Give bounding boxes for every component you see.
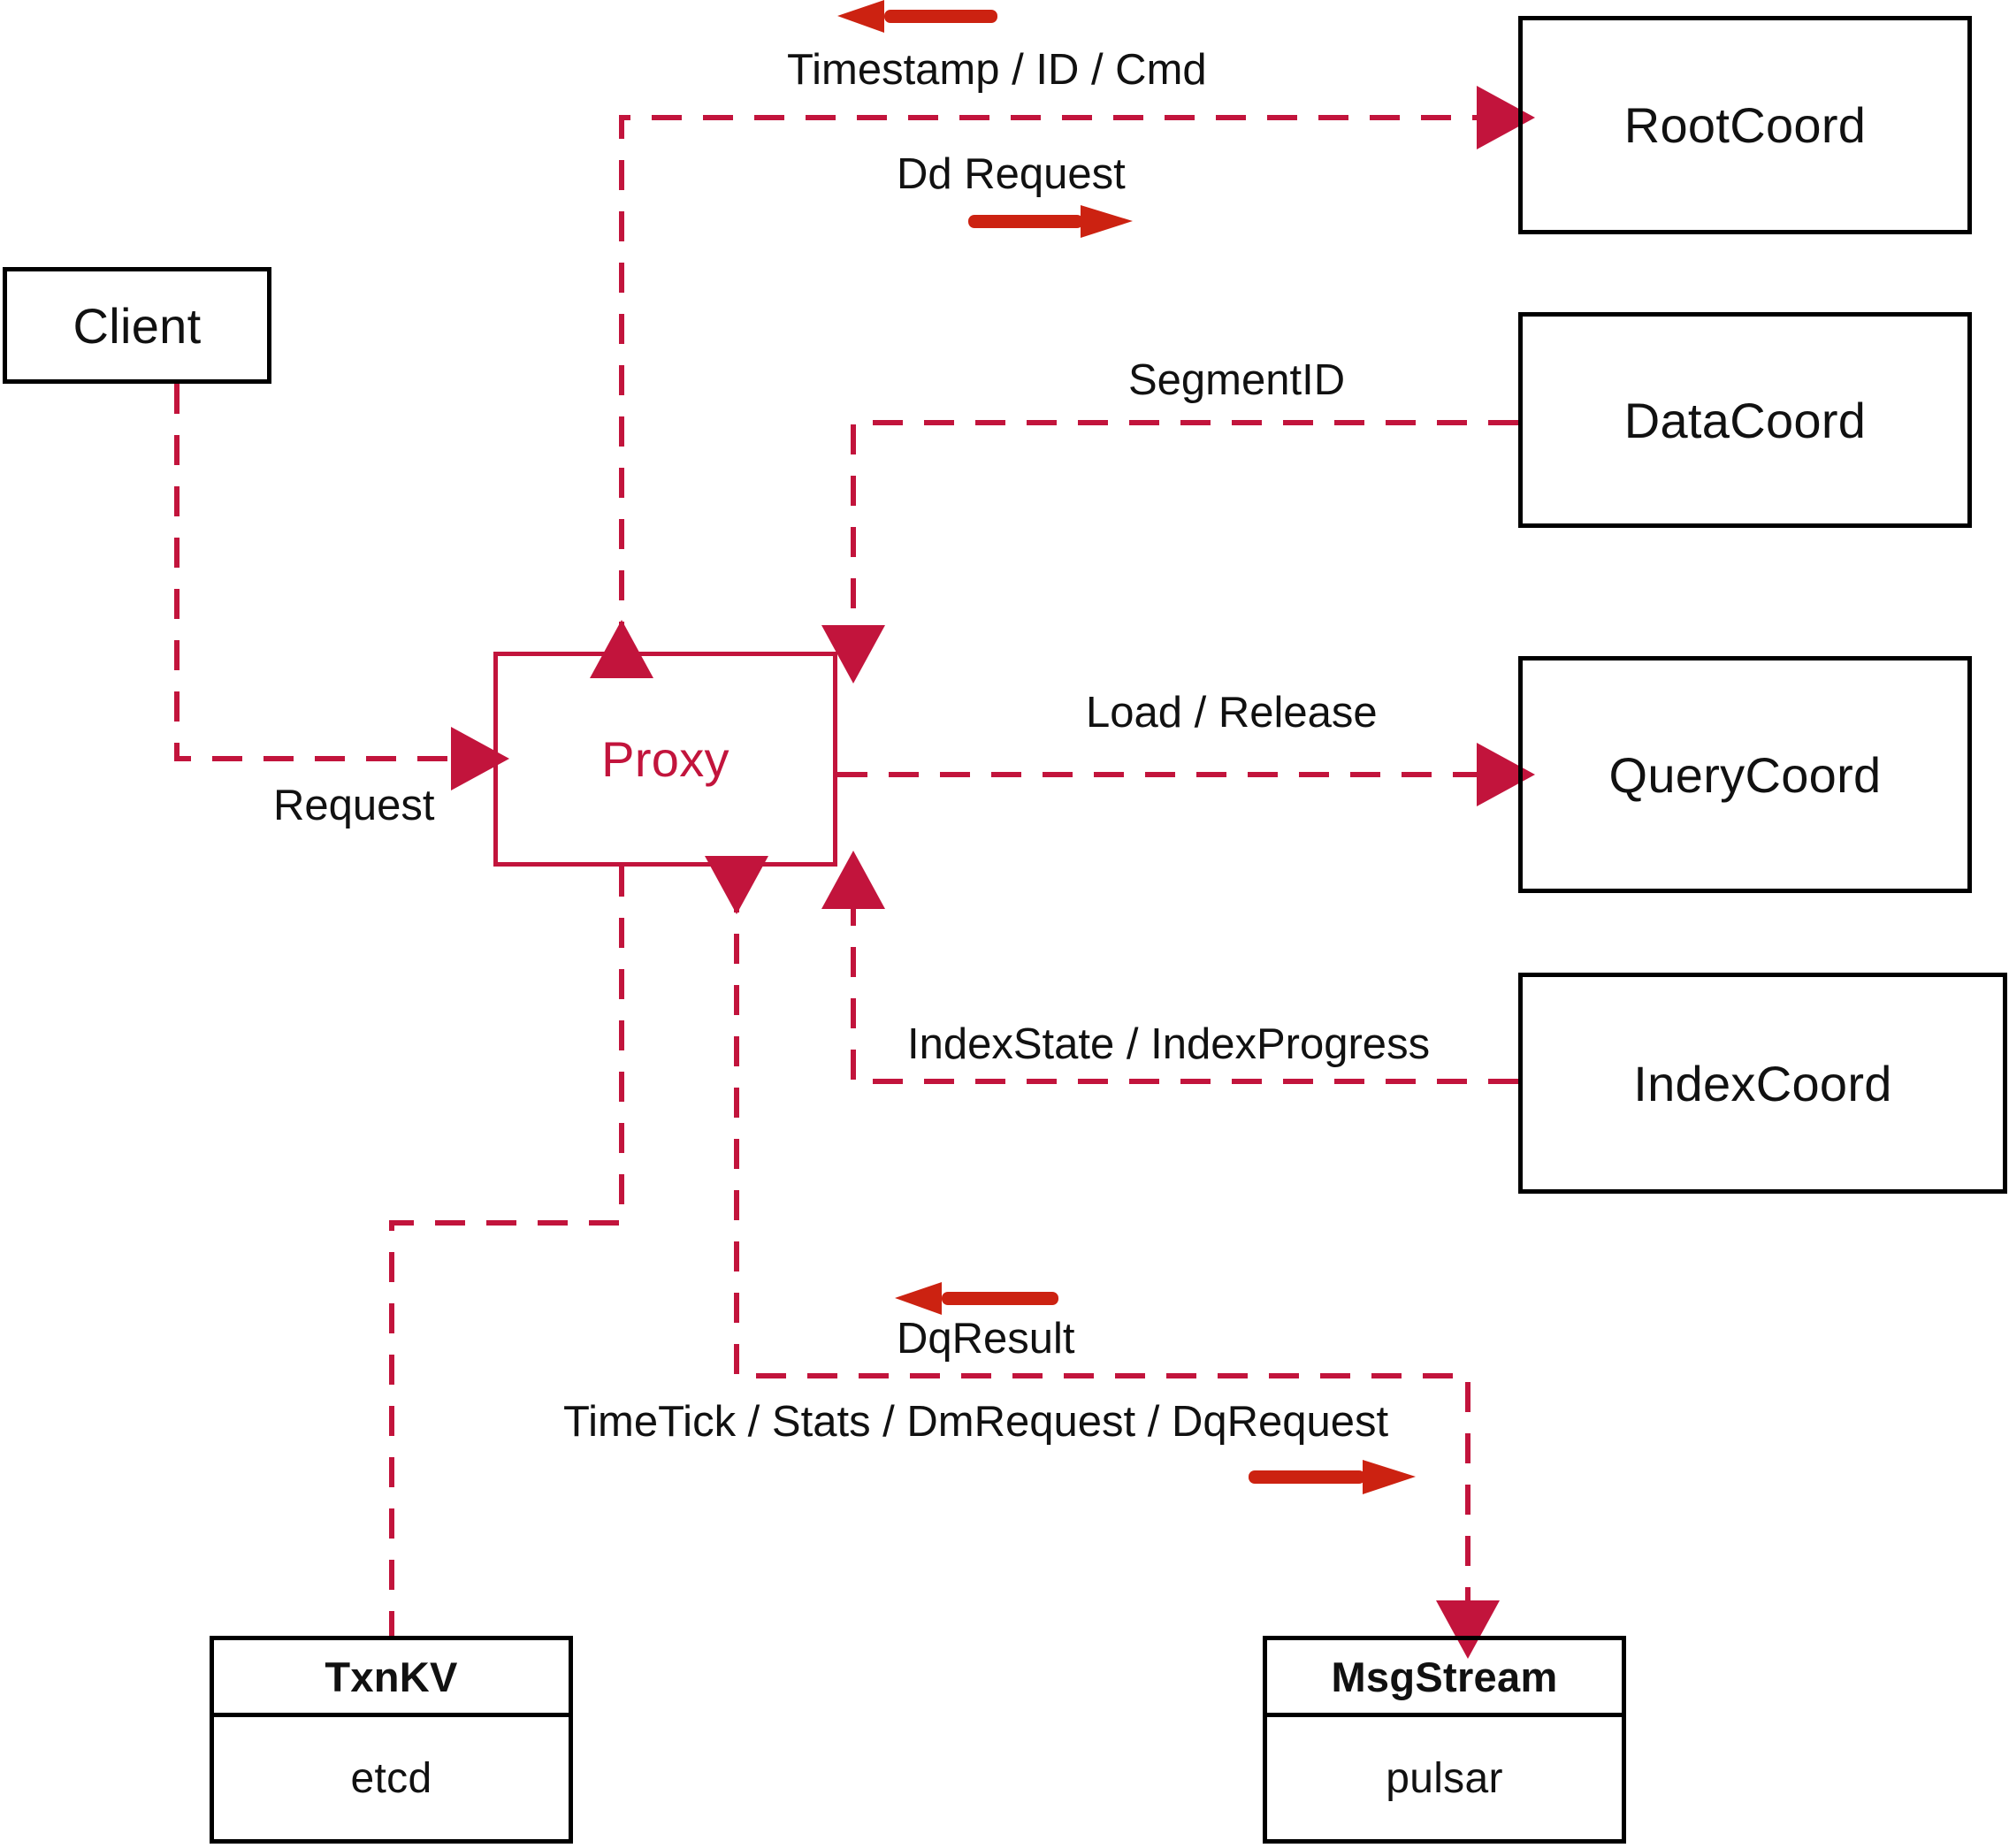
node-msgstream-body: pulsar (1267, 1717, 1622, 1839)
node-datacoord[interactable]: DataCoord (1518, 312, 1972, 528)
direction-arrow-timestamp (837, 0, 997, 33)
edge-label-indexstate-indexprogress: IndexState / IndexProgress (907, 1020, 1431, 1068)
node-proxy-label: Proxy (601, 731, 730, 787)
node-client[interactable]: Client (3, 267, 271, 384)
node-rootcoord[interactable]: RootCoord (1518, 16, 1972, 234)
edge-label-dd-request: Dd Request (897, 150, 1126, 198)
edge-label-timetick-stats-dmrequest-dqrequest: TimeTick / Stats / DmRequest / DqRequest (563, 1398, 1389, 1446)
direction-arrow-dd-request (968, 205, 1133, 238)
edge-label-request: Request (273, 782, 435, 829)
direction-arrow-dqresult (895, 1282, 1058, 1315)
edge-proxy-msgstream (705, 856, 1500, 1659)
edge-label-dq-result: DqResult (897, 1315, 1075, 1363)
node-rootcoord-label: RootCoord (1623, 97, 1867, 153)
direction-arrow-group (837, 0, 1416, 1494)
edge-proxy-to-rootcoord (590, 86, 1535, 678)
node-querycoord-label: QueryCoord (1608, 746, 1882, 803)
node-datacoord-label: DataCoord (1623, 392, 1867, 448)
edge-label-timestamp-id-cmd: Timestamp / ID / Cmd (787, 46, 1207, 94)
edge-proxy-to-txnkv (389, 867, 624, 1636)
node-client-label: Client (73, 297, 202, 354)
node-msgstream-header: MsgStream (1267, 1640, 1622, 1717)
node-txnkv[interactable]: TxnKV etcd (210, 1636, 573, 1844)
node-txnkv-header-label: TxnKV (325, 1653, 458, 1700)
node-proxy[interactable]: Proxy (493, 652, 837, 867)
edge-label-load-release: Load / Release (1086, 689, 1378, 737)
edge-client-to-proxy (174, 384, 509, 790)
node-msgstream-header-label: MsgStream (1331, 1653, 1558, 1700)
edge-datacoord-to-proxy (821, 420, 1518, 683)
edge-label-segment-id: SegmentID (1128, 356, 1346, 404)
node-msgstream[interactable]: MsgStream pulsar (1263, 1636, 1626, 1844)
node-indexcoord[interactable]: IndexCoord (1518, 973, 2007, 1194)
direction-arrow-timetick (1249, 1460, 1416, 1494)
node-txnkv-body-label: etcd (350, 1754, 432, 1802)
node-txnkv-body: etcd (214, 1717, 569, 1839)
node-msgstream-body-label: pulsar (1386, 1754, 1503, 1802)
node-querycoord[interactable]: QueryCoord (1518, 656, 1972, 893)
node-txnkv-header: TxnKV (214, 1640, 569, 1717)
node-indexcoord-label: IndexCoord (1633, 1055, 1892, 1111)
